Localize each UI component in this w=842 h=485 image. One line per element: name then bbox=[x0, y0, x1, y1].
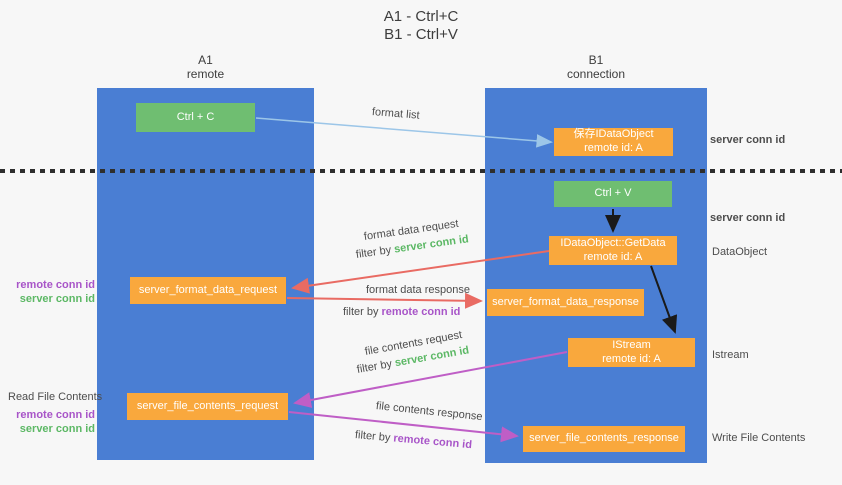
label-format-data-response-filter: filter by remote conn id bbox=[343, 306, 460, 318]
lifeline-a1-role: remote bbox=[186, 66, 225, 81]
label-format-data-response: format data response bbox=[366, 284, 470, 296]
arrow-format-data-response bbox=[286, 292, 483, 309]
annotation-server-conn-id-top: server conn id bbox=[710, 134, 786, 146]
annotation-istream: Istream bbox=[712, 349, 749, 361]
filter-prefix: filter by bbox=[343, 306, 379, 318]
node-ctrl-c-label: Ctrl + C bbox=[176, 110, 215, 123]
lifeline-a1-name: A1 bbox=[198, 53, 213, 67]
node-ctrl-v: Ctrl + V bbox=[554, 181, 672, 207]
title-line-b1: B1 - Ctrl+V bbox=[384, 26, 458, 44]
node-idataobject-getdata: IDataObject::GetData remote id: A bbox=[549, 236, 677, 265]
node-getdata-title: IDataObject::GetData bbox=[560, 236, 666, 249]
node-ctrl-c: Ctrl + C bbox=[136, 103, 255, 132]
server-conn-id-label: server conn id bbox=[19, 293, 95, 306]
diagram-title: A1 - Ctrl+C B1 - Ctrl+V bbox=[0, 8, 842, 45]
title-line-a1: A1 - Ctrl+C bbox=[383, 8, 459, 25]
annotation-format-conn-ids-left: remote conn id server conn id bbox=[5, 278, 95, 307]
node-server-file-contents-request: server_file_contents_request bbox=[127, 393, 288, 420]
node-save-idataobject-remote-id: remote id: A bbox=[584, 142, 643, 154]
node-istream-remote-id: remote id: A bbox=[602, 352, 661, 365]
filter-key-remote-conn-id: remote conn id bbox=[392, 432, 473, 452]
label-file-contents-response-filter: filter by remote conn id bbox=[354, 429, 472, 451]
remote-conn-id-label: remote conn id bbox=[16, 409, 95, 421]
annotation-write-file-contents: Write File Contents bbox=[712, 432, 806, 444]
node-format-request-label: server_format_data_request bbox=[138, 283, 278, 296]
filter-key-remote-conn-id: remote conn id bbox=[381, 306, 461, 318]
node-save-idataobject: 保存IDataObject remote id: A bbox=[554, 128, 673, 156]
node-save-idataobject-title: 保存IDataObject bbox=[573, 128, 654, 141]
node-file-request-label: server_file_contents_request bbox=[136, 399, 279, 412]
node-ctrl-v-label: Ctrl + V bbox=[594, 187, 632, 200]
node-server-format-data-response: server_format_data_response bbox=[487, 289, 644, 316]
annotation-file-conn-ids-left: remote conn id server conn id bbox=[5, 408, 95, 437]
filter-prefix: filter by bbox=[354, 429, 391, 445]
node-getdata-remote-id: remote id: A bbox=[583, 250, 643, 263]
remote-conn-id-label: remote conn id bbox=[16, 279, 95, 291]
label-file-contents-response: file contents response bbox=[375, 400, 484, 424]
node-server-format-data-request: server_format_data_request bbox=[130, 277, 286, 304]
label-format-list: format list bbox=[371, 106, 421, 122]
lifeline-a1-header: A1 remote bbox=[97, 53, 314, 82]
lifeline-b1-role: connection bbox=[566, 66, 626, 81]
filter-prefix: filter by bbox=[355, 357, 393, 376]
node-istream: IStream remote id: A bbox=[568, 338, 695, 367]
node-server-file-contents-response: server_file_contents_response bbox=[523, 426, 685, 452]
node-file-response-label: server_file_contents_response bbox=[529, 432, 679, 445]
lifeline-b1-header: B1 connection bbox=[485, 53, 707, 82]
server-conn-id-label: server conn id bbox=[19, 423, 95, 436]
annotation-server-conn-id-mid: server conn id bbox=[710, 212, 786, 224]
lifeline-b1-name: B1 bbox=[588, 53, 604, 67]
filter-prefix: filter by bbox=[355, 244, 392, 261]
phase-divider-dotted-line bbox=[0, 169, 842, 173]
node-istream-title: IStream bbox=[612, 338, 651, 351]
annotation-read-file-contents: Read File Contents bbox=[8, 391, 103, 403]
annotation-dataobject: DataObject bbox=[712, 246, 768, 258]
node-format-response-label: server_format_data_response bbox=[492, 295, 639, 308]
